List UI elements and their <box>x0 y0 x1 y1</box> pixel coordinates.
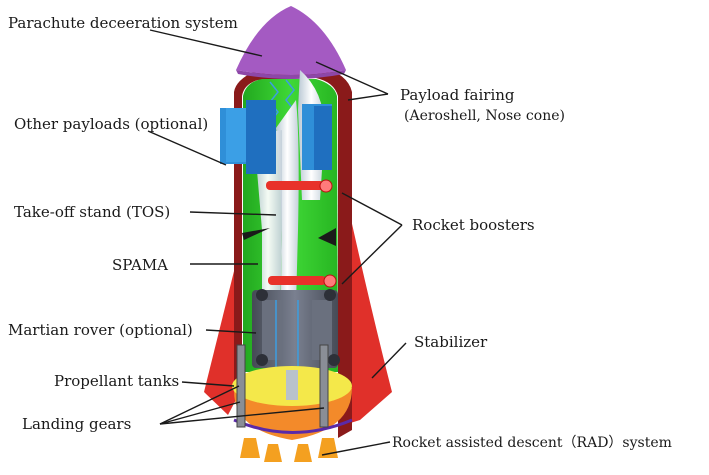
martian-rover <box>252 289 340 368</box>
stabilizer-fin-left <box>204 255 240 415</box>
propellant-tanks <box>232 366 352 440</box>
label-stabilizer: Stabilizer <box>414 333 488 351</box>
rocket-boosters <box>266 179 337 288</box>
label-rocket-boosters: Rocket boosters <box>412 216 535 234</box>
spama <box>254 130 282 320</box>
label-propellant-tanks: Propellant tanks <box>54 372 180 390</box>
landing-gears <box>236 344 329 428</box>
nose-cone <box>236 6 346 75</box>
other-payloads <box>220 100 332 174</box>
label-spama: SPAMA <box>112 256 169 274</box>
label-parachute: Parachute deceeration system <box>8 14 238 32</box>
rad-nozzles <box>240 438 338 462</box>
label-landing-gears: Landing gears <box>22 415 132 433</box>
label-payload-fairing-sub: (Aeroshell, Nose cone) <box>404 108 565 124</box>
label-takeoff-stand: Take-off stand (TOS) <box>14 203 171 221</box>
leader-lines <box>147 29 407 456</box>
label-rad-system: Rocket assisted descent（RAD）system <box>392 435 672 451</box>
label-other-payloads: Other payloads (optional) <box>14 115 209 133</box>
label-payload-fairing: Payload fairing <box>400 86 515 104</box>
label-martian-rover: Martian rover (optional) <box>8 321 193 339</box>
